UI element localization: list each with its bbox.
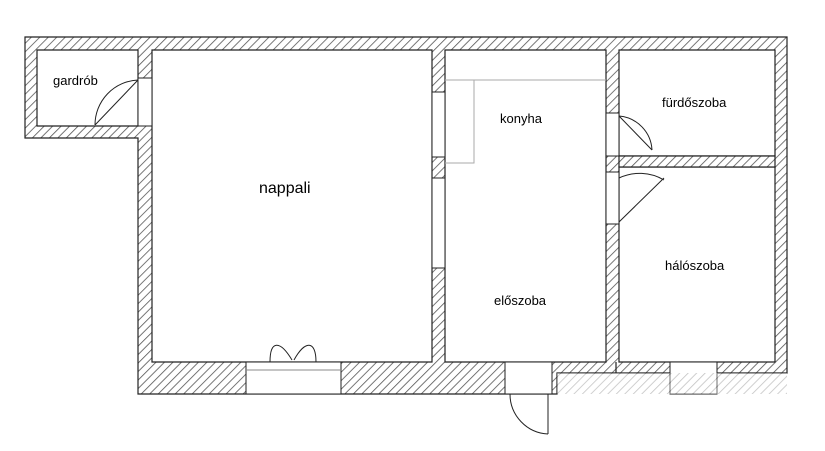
door-balcony-right [293,344,317,363]
room-label-haloszoba: hálószoba [665,258,725,273]
room-label-gardrob: gardrób [53,73,98,88]
partition-wall [618,155,776,168]
kitchen-counter [445,79,606,164]
door-balcony-left [269,344,293,363]
room-label-konyha: konyha [500,111,543,126]
entrance-opening [504,361,553,395]
door-haloszoba [618,172,665,223]
room-label-nappali: nappali [259,180,311,197]
faded-wall-segment [557,373,787,394]
door-furdoszoba [618,115,653,151]
door-entrance [509,393,549,435]
door-gardrob [94,79,139,126]
room-label-eloszoba: előszoba [494,293,547,308]
window-nappali [245,361,342,395]
room-label-furdoszoba: fürdőszoba [662,95,727,110]
